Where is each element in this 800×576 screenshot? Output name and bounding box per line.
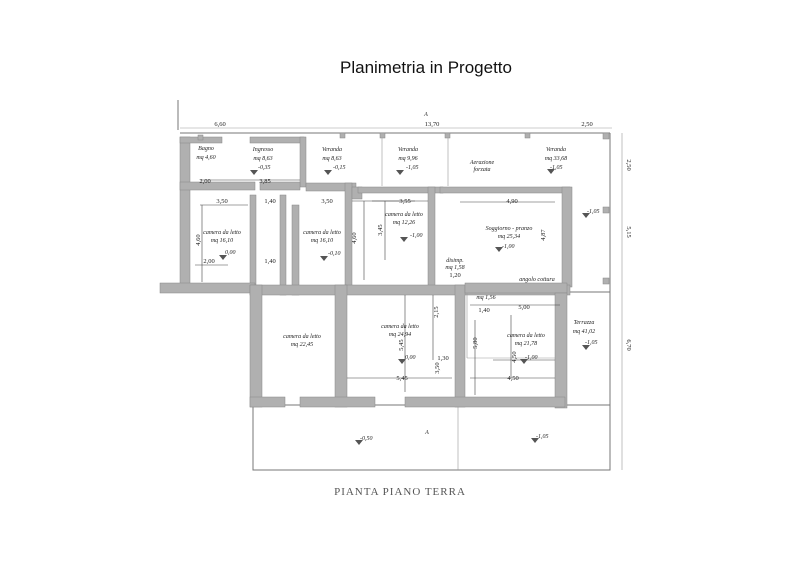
- room-bagno-area: mq 4,60: [196, 154, 215, 161]
- dim-right-3: 6,70: [625, 339, 632, 350]
- room-bagno-name: Bagno: [198, 146, 214, 152]
- room-camera1-area: mq 16,10: [211, 238, 233, 244]
- room-soggiorno-name: Soggiorno - pranzo: [486, 226, 533, 232]
- dim-camera1-height: 4,60: [195, 234, 202, 245]
- room-camera1-name: camera da letto: [203, 230, 241, 236]
- room-camera4-name: camera da letto: [283, 334, 321, 340]
- dim-camera5-top: 2,15: [433, 306, 440, 317]
- room-ingresso-area: mq 8,63: [253, 156, 272, 162]
- room-soggiorno-level: -1,00: [502, 244, 515, 250]
- dim-top-a: 6,60: [214, 121, 225, 128]
- dim-bagno-width: 2,00: [199, 178, 210, 185]
- angolo-cottura-label: angolo cottura: [519, 277, 555, 283]
- room-camera6-area: mq 21,78: [515, 341, 537, 347]
- dim-camera2-width: 3,50: [321, 198, 332, 205]
- level-bottom-left: -0,50: [360, 436, 373, 442]
- dim-camera1-bottom: 2,00: [203, 258, 214, 265]
- dim-top-right: 2,50: [581, 121, 592, 128]
- dim-camera5-width: 5,45: [396, 375, 407, 382]
- room-camera3-name: camera da letto: [385, 212, 423, 218]
- dim-camera6-width: 4,50: [507, 375, 518, 382]
- dim-camera3-width: 3,55: [399, 198, 410, 205]
- room-camera4-area: mq 22,45: [291, 341, 313, 348]
- dim-right-1: 2,50: [625, 159, 632, 170]
- section-mark-bottom: A: [424, 430, 429, 436]
- drawing-title: Planimetria in Progetto: [340, 58, 512, 77]
- walls: [159, 132, 610, 409]
- room-camera5-area: mq 24,94: [389, 331, 411, 338]
- room-camera5-name: camera da letto: [381, 324, 419, 330]
- dim-ingresso-width: 3,85: [259, 178, 270, 185]
- room-camera2-name: camera da letto: [303, 230, 341, 236]
- room-camera3-area: mq 12,26: [393, 220, 415, 226]
- dim-camera5-height: 5,45: [398, 339, 405, 350]
- room-veranda3-level: -1,05: [550, 165, 563, 171]
- room-camera2-area: mq 16,10: [311, 238, 333, 244]
- level-right: -1,05: [587, 209, 600, 215]
- dim-camera3-height: 3,45: [377, 224, 384, 235]
- dim-bath3-height: 3,50: [434, 362, 441, 373]
- room-camera3-level: -1,00: [410, 233, 423, 239]
- plan-subtitle: PIANTA PIANO TERRA: [334, 486, 466, 498]
- section-mark-top: A: [423, 112, 428, 118]
- dim-soggiorno-width: 4,90: [506, 198, 517, 205]
- dim-disimp-width: 1,20: [449, 272, 460, 279]
- level-bottom-right: -1,05: [536, 434, 549, 440]
- room-camera2-level: -0,10: [328, 251, 341, 257]
- room-veranda2-name: Veranda: [398, 147, 418, 153]
- room-terrazza-area: mq 41,02: [573, 328, 595, 335]
- room-camera6-level: -1,00: [525, 355, 538, 361]
- dim-camera2-height: 4,60: [351, 232, 358, 243]
- level-marker-icons: [219, 169, 590, 445]
- dim-right-2: 5,15: [625, 226, 632, 237]
- room-veranda3-name: Veranda: [546, 147, 566, 153]
- room-veranda1-area: mq 8,63: [322, 156, 341, 162]
- room-veranda2-area: mq 9,96: [398, 156, 417, 162]
- aerazione-label-2: forzata: [473, 166, 490, 173]
- room-ingresso-name: Ingresso: [252, 147, 273, 153]
- terrace-outline: [252, 404, 611, 471]
- dim-top-total: 13,70: [425, 121, 440, 128]
- room-camera6-name: camera da letto: [507, 333, 545, 339]
- room-ingresso-level: -0,35: [258, 165, 271, 171]
- dim-camera1-width: 3,50: [216, 198, 227, 205]
- room-terrazza-name: Terrazza: [574, 320, 595, 326]
- room-camera5-level: 0,00: [405, 355, 416, 361]
- room-terrazza-level: -1,05: [585, 340, 598, 346]
- dim-bath1-width: 1,40: [264, 198, 275, 205]
- room-disimp-area: mq 1,58: [445, 265, 464, 271]
- dim-bath4-width: 5,00: [518, 304, 529, 311]
- room-wc-area: mq 1,56: [476, 295, 495, 301]
- room-camera1-level: 0,00: [225, 250, 236, 256]
- dim-camera6-height: 5,80: [472, 337, 479, 348]
- room-veranda3-area: mq 33,68: [545, 156, 567, 162]
- dim-soggiorno-height: 4,87: [540, 229, 547, 241]
- dim-bath3-width: 1,30: [437, 355, 448, 362]
- dimension-lines: [195, 179, 560, 395]
- room-veranda1-level: -0,15: [333, 165, 346, 171]
- room-veranda1-name: Veranda: [322, 147, 342, 153]
- dim-bath2-width: 1,40: [264, 258, 275, 265]
- room-disimp-name: disimp.: [446, 258, 464, 264]
- dim-wc-width: 1,40: [478, 307, 489, 314]
- aerazione-label: Aerazione: [469, 160, 495, 166]
- dim-camera6-height2: 4,50: [511, 351, 518, 362]
- room-soggiorno-area: mq 25,34: [498, 233, 520, 240]
- room-veranda2-level: -1,05: [406, 165, 419, 171]
